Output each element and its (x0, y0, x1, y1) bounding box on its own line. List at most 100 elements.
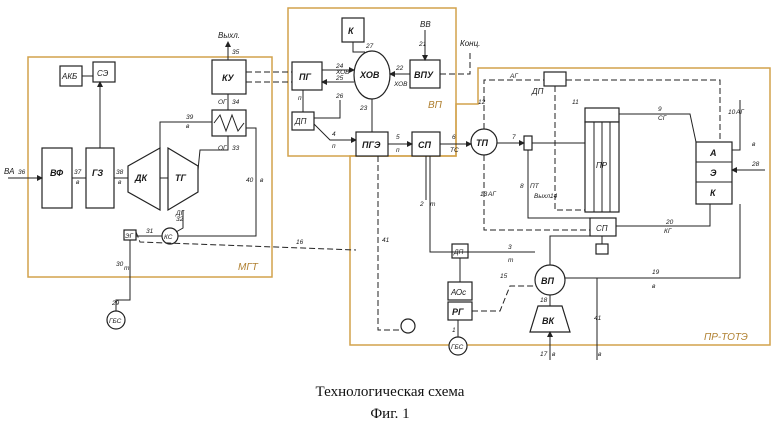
block-e-label: Э (710, 168, 717, 178)
zone-pr-tote (350, 68, 770, 345)
stream-v-41: в (598, 351, 602, 358)
num-36: 36 (18, 169, 26, 176)
stream-dg: ДГ (175, 210, 185, 217)
block-aos-label: АОс (450, 288, 466, 297)
num-5: 5 (396, 134, 400, 141)
block-gz (86, 148, 114, 208)
num-29: 29 (111, 300, 120, 307)
num-37: 37 (74, 169, 82, 176)
block-pg-label: ПГ (299, 72, 311, 82)
num-32: 32 (176, 216, 184, 223)
num-30: 30 (116, 261, 124, 268)
num-17: 17 (540, 351, 548, 358)
block-tg-label: ТГ (175, 173, 186, 183)
stream-ag-10: АГ (735, 109, 744, 116)
block-tote-top (585, 108, 619, 122)
label-konts: Конц. (460, 39, 480, 48)
stream-v-40: в (260, 177, 264, 184)
block-gbs1-label: ГБС (109, 318, 122, 325)
block-ku-label: КУ (222, 73, 235, 83)
num-35: 35 (232, 49, 240, 56)
num-26: 26 (335, 93, 344, 100)
block-sp2-valve (596, 244, 608, 254)
caption-figure: Фиг. 1 (0, 406, 780, 423)
line-33 (198, 136, 228, 170)
stream-v-39: в (186, 123, 190, 130)
num-31: 31 (146, 228, 154, 235)
stream-p-5: п (396, 147, 400, 154)
block-vp-pump-label: ВП (541, 276, 554, 286)
block-akb-label: АКБ (61, 72, 77, 81)
num-15: 15 (500, 273, 508, 280)
line-konts (440, 50, 470, 74)
num-38: 38 (116, 169, 124, 176)
line-20 (616, 204, 710, 226)
block-sp1-label: СП (418, 140, 431, 150)
label-v-in: в (752, 141, 756, 148)
block-pge-label: ПГЭ (362, 140, 381, 150)
block-dp2 (544, 72, 566, 86)
block-sz-label: СЭ (97, 69, 109, 78)
block-ks-label: КС (164, 234, 173, 241)
num-11: 11 (572, 99, 579, 106)
num-6: 6 (452, 134, 456, 141)
zone-pr-tote-label: ПР-ТОТЭ (704, 332, 748, 343)
stream-v-19: в (652, 283, 656, 290)
stream-v-17: в (552, 351, 556, 358)
block-dk-label: ДК (134, 173, 148, 183)
label-va: ВА (4, 167, 14, 176)
stream-p-4: п (332, 143, 336, 150)
caption-title: Технологическая схема (0, 384, 780, 401)
line-15 (472, 286, 535, 311)
num-34: 34 (232, 99, 240, 106)
stream-khov2: ХОВ (393, 81, 408, 88)
block-dp2-label: ДП (531, 87, 544, 96)
num-1: 1 (452, 327, 456, 334)
num-28: 28 (751, 161, 760, 168)
label-vv: ВВ (420, 20, 431, 29)
num-9: 9 (658, 106, 662, 113)
stream-og-33: ОГ (218, 145, 227, 152)
block-a-label: А (709, 148, 717, 158)
line-26 (314, 100, 340, 118)
stream-sg: СГ (658, 115, 667, 122)
num-19: 19 (652, 269, 660, 276)
block-gz-label: ГЗ (92, 168, 103, 178)
label-vykhl1: Выхл. (218, 31, 240, 40)
stream-t-30: т (124, 265, 130, 272)
stream-t-3: т (508, 257, 514, 264)
block-tp-label: ТП (476, 138, 488, 148)
num-39: 39 (186, 114, 194, 121)
line-27 (353, 42, 365, 52)
num-2: 2 (419, 201, 424, 208)
stream-t-2: т (430, 201, 436, 208)
block-dp1-label: ДП (294, 117, 307, 126)
block-rg-label: РГ (452, 307, 464, 317)
line-10 (732, 100, 740, 150)
block-eg-label: ЭГ (125, 233, 134, 240)
block-vf (42, 148, 72, 208)
line-pump-up (550, 236, 602, 265)
num-8: 8 (520, 183, 524, 190)
num-4: 4 (332, 131, 336, 138)
num-27: 27 (365, 43, 374, 50)
stream-kg: КГ (664, 228, 672, 235)
num-10: 10 (728, 109, 736, 116)
block-valve7 (524, 136, 532, 150)
line-3 (430, 156, 535, 252)
stream-ag-13: АГ (487, 191, 496, 198)
stream-p-pg: п (298, 95, 302, 102)
stream-v-37: в (76, 179, 80, 186)
block-tote-pr-label: ПР (596, 161, 608, 170)
stream-v-38: в (118, 179, 122, 186)
num-16: 16 (296, 239, 304, 246)
stream-khov1: ХОВ (335, 69, 350, 76)
num-23: 23 (359, 105, 368, 112)
zone-mgt-label: МГТ (238, 262, 259, 273)
block-sp2-label: СП (596, 224, 608, 233)
block-vf-label: ВФ (50, 168, 63, 178)
stream-ag-12: АГ (509, 73, 518, 80)
zone-vp-label: ВП (428, 100, 443, 111)
line-19 (565, 204, 740, 278)
stream-pt: ПТ (530, 183, 540, 190)
